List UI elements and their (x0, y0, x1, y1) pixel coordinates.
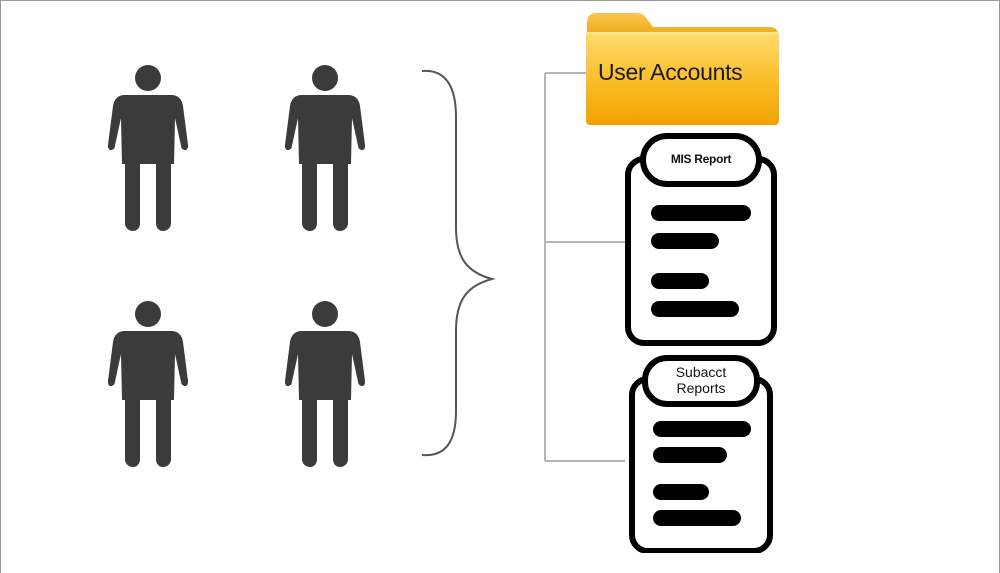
person-icon (285, 63, 365, 231)
report-document-icon (625, 133, 777, 346)
report-document-icon (629, 355, 773, 553)
subacct-reports-label-line-2: Reports (676, 380, 726, 396)
person-icon (108, 63, 188, 231)
subacct-reports-label-line-1: Subacct (675, 364, 727, 380)
person-icon (285, 299, 365, 467)
mis-report-label: MIS Report (670, 152, 732, 166)
subacct-reports-label: Subacct Reports (651, 364, 751, 396)
mis-report-document: MIS Report (621, 133, 781, 348)
folder-icon (586, 13, 779, 125)
curly-brace (421, 69, 496, 457)
user-accounts-folder: User Accounts (584, 9, 780, 127)
subacct-reports-document: Subacct Reports (621, 353, 781, 553)
person-icon (108, 299, 188, 467)
folder-label: User Accounts (598, 59, 743, 85)
tree-connector (544, 72, 625, 462)
